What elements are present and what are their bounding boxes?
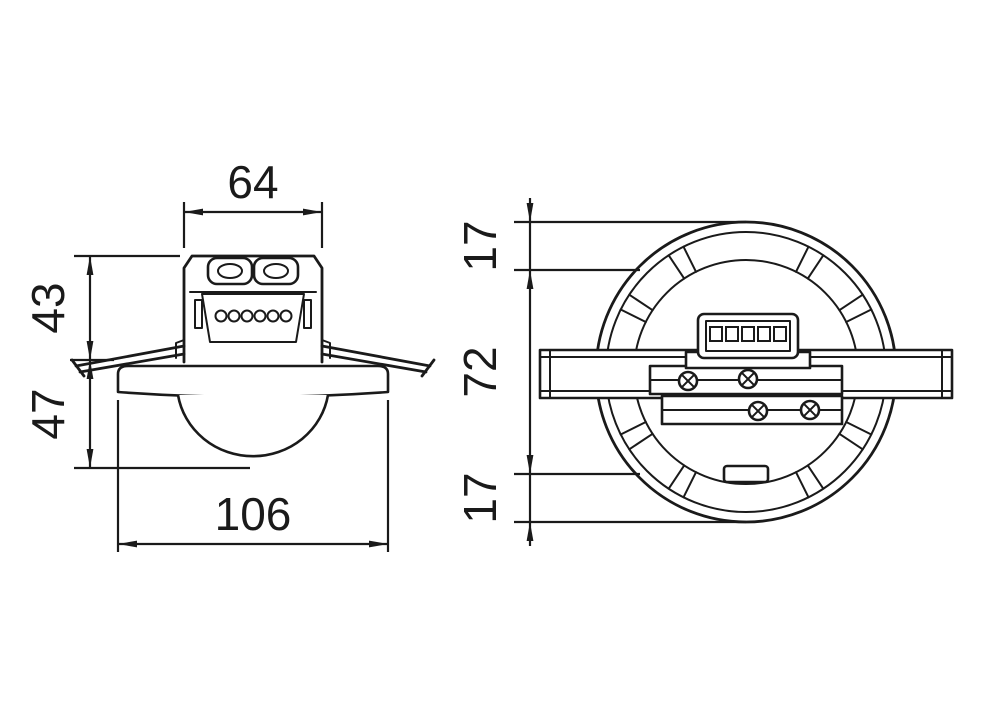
dim-label-upper-height: 43 bbox=[22, 282, 74, 333]
terminal-screw bbox=[266, 309, 280, 323]
terminal-cell bbox=[725, 326, 739, 342]
fixing-screw bbox=[747, 400, 769, 422]
dim-cover-width: 106 bbox=[116, 400, 390, 552]
fixing-screw bbox=[677, 370, 699, 392]
housing-base-step bbox=[175, 339, 331, 359]
cable-clamp-right-roller bbox=[263, 263, 289, 279]
screw-cross-icon bbox=[680, 373, 696, 389]
cable-clamp-left bbox=[206, 256, 254, 286]
terminal-screws bbox=[214, 309, 293, 323]
dim-label-rear-top: 17 bbox=[454, 220, 506, 271]
dim-label-rear-bottom: 17 bbox=[454, 472, 506, 523]
fixing-screw bbox=[799, 399, 821, 421]
rear-view: 17 72 17 bbox=[454, 198, 954, 546]
terminal-cell bbox=[709, 326, 723, 342]
mounting-spring-right bbox=[320, 344, 436, 378]
terminal-cell bbox=[773, 326, 787, 342]
dim-lower-height: 47 bbox=[22, 360, 250, 470]
side-slot-right bbox=[303, 299, 312, 329]
ceiling-trim-flange bbox=[116, 364, 390, 399]
mounting-wing-end-ticks bbox=[549, 349, 943, 399]
terminal-screw bbox=[227, 309, 241, 323]
dim-top-width: 64 bbox=[182, 156, 324, 248]
rear-view-device bbox=[538, 220, 954, 524]
cable-clamp-right bbox=[252, 256, 300, 286]
screw-cross-icon bbox=[750, 403, 766, 419]
ring-spokes bbox=[619, 245, 873, 499]
terminal-cell bbox=[757, 326, 771, 342]
terminal-cells bbox=[709, 326, 787, 342]
side-slot-left bbox=[194, 299, 203, 329]
side-view: 64 43 47 106 bbox=[22, 156, 436, 552]
dim-label-top-width: 64 bbox=[227, 156, 278, 208]
fixing-screws bbox=[677, 368, 821, 422]
dim-label-rear-middle: 72 bbox=[454, 346, 506, 397]
screw-cross-icon bbox=[802, 402, 818, 418]
cable-clamp-left-roller bbox=[217, 263, 243, 279]
terminal-cover bbox=[201, 293, 305, 343]
housing-body bbox=[182, 254, 324, 364]
terminal-screw bbox=[253, 309, 267, 323]
dim-label-lower-height: 47 bbox=[22, 388, 74, 439]
latch-tab bbox=[722, 464, 770, 484]
screw-cross-icon bbox=[740, 371, 756, 387]
dim-rear-chain: 17 72 17 bbox=[454, 198, 746, 546]
terminal-screw bbox=[279, 309, 293, 323]
terminal-screw bbox=[240, 309, 254, 323]
dim-label-cover-width: 106 bbox=[215, 488, 292, 540]
terminal-cell bbox=[741, 326, 755, 342]
terminal-screw bbox=[214, 309, 228, 323]
fixing-screw bbox=[737, 368, 759, 390]
terminal-block-inner bbox=[705, 320, 791, 352]
sensor-dome bbox=[176, 394, 330, 458]
side-view-device bbox=[70, 254, 436, 458]
mounting-spring-left bbox=[70, 344, 186, 378]
